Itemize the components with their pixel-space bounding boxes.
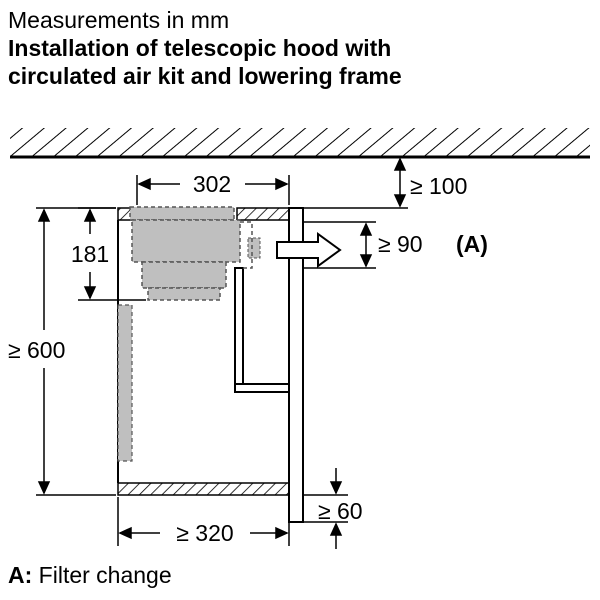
diagram-title-line-1: Installation of telescopic hood with: [8, 35, 392, 61]
cabinet-bottom-shelf: [117, 482, 290, 496]
dimension-hood-height-label: 181: [71, 241, 109, 267]
airflow-key-label: (A): [456, 231, 488, 257]
header: Measurements in mm Installation of teles…: [8, 6, 402, 90]
dimension-cabinet-height: [36, 207, 116, 496]
legend-caption: A: Filter change: [8, 561, 172, 589]
dimension-ceiling-gap-label: ≥ 100: [410, 173, 467, 199]
dimension-width-bottom: [117, 497, 290, 546]
telescopic-hood: [129, 206, 261, 301]
dimension-width-bottom-label: ≥ 320: [176, 520, 233, 546]
measurement-unit-note: Measurements in mm: [8, 7, 230, 33]
legend-key: A:: [8, 562, 33, 588]
dimension-airflow-gap-label: ≥ 90: [378, 231, 423, 257]
dimension-cabinet-height-label: ≥ 600: [8, 337, 65, 363]
diagram-title-line-2: circulated air kit and lowering frame: [8, 63, 402, 89]
airflow-arrow: [276, 232, 342, 268]
dimension-ceiling-gap: [303, 157, 408, 209]
dimension-width-top: [136, 175, 290, 205]
ceiling: [0, 120, 600, 159]
dimension-airflow-gap: [303, 221, 376, 269]
lowering-frame: [234, 207, 304, 523]
dimension-width-top-label: 302: [193, 171, 231, 197]
dimension-frame-bottom-label: ≥ 60: [318, 498, 363, 524]
cabinet-top-shelf: [117, 207, 290, 221]
filter-rail: [117, 304, 133, 462]
dimension-frame-bottom: [303, 468, 348, 549]
legend-text: Filter change: [38, 562, 172, 588]
